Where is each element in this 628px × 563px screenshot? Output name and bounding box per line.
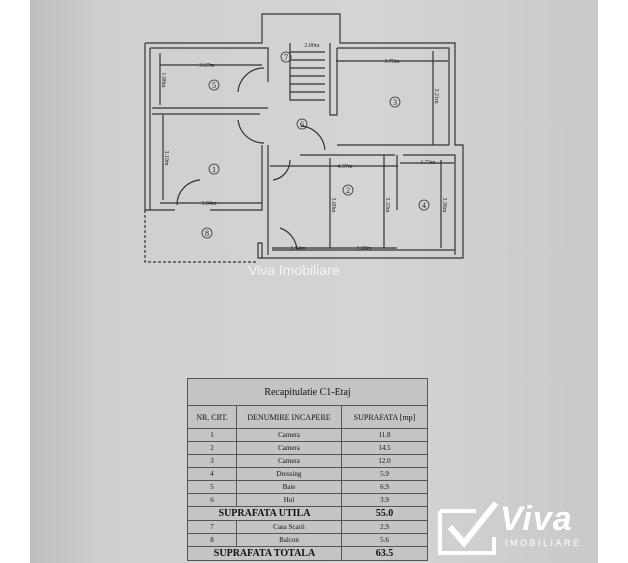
wall-1 bbox=[210, 145, 263, 211]
dimension-label: 2.00m bbox=[304, 43, 320, 49]
dimension-label: 3.75m bbox=[384, 59, 400, 65]
dimension-label: 1.54m bbox=[290, 246, 306, 252]
room-number: 4 bbox=[422, 201, 426, 210]
dimension-label: 4.37m bbox=[337, 164, 353, 170]
room-number: 6 bbox=[300, 120, 304, 129]
logo-name: Viva bbox=[500, 500, 573, 538]
dimension-label: 1.88m bbox=[160, 72, 166, 88]
margin-left bbox=[0, 0, 30, 563]
watermark: Viva Imobiliare bbox=[248, 262, 340, 278]
area-summary-table: Recapitulatie C1-Etaj NR. CRT. DENUMIRE … bbox=[187, 378, 428, 561]
room-number: 1 bbox=[212, 165, 216, 174]
dimension-label: 1.73m bbox=[420, 160, 436, 166]
room-marker-6 bbox=[296, 118, 308, 130]
room-marker-8 bbox=[201, 227, 213, 239]
room-marker-4 bbox=[418, 199, 430, 211]
dimension-label: 3.19m bbox=[163, 150, 169, 166]
dimension-label: 3.09m bbox=[330, 197, 336, 213]
room-number: 8 bbox=[205, 229, 209, 238]
room-number: 2 bbox=[346, 186, 350, 195]
room-marker-1 bbox=[208, 163, 220, 175]
logo-subtitle: IMOBILIARE bbox=[505, 538, 582, 548]
dimension-label: 3.67m bbox=[199, 63, 215, 69]
dimension-label: 2.08m bbox=[356, 246, 372, 252]
checkmark-box-icon bbox=[438, 501, 499, 555]
room-marker-3 bbox=[389, 96, 401, 108]
dimension-label: 3.21m bbox=[433, 88, 439, 104]
room-number: 7 bbox=[284, 53, 288, 62]
dimension-label: 3.36m bbox=[441, 197, 447, 213]
dimension-label: 3.84m bbox=[201, 201, 217, 207]
room-marker-5 bbox=[208, 79, 220, 91]
header-nr: NR. CRT. bbox=[187, 405, 237, 429]
room-number: 3 bbox=[393, 98, 397, 107]
outer-wall bbox=[145, 13, 464, 259]
dimension-label: 3.33m bbox=[384, 197, 390, 213]
margin-right bbox=[598, 0, 628, 563]
header-area: SUPRAFATA [mp] bbox=[341, 405, 428, 429]
room-marker-2 bbox=[342, 184, 354, 196]
header-name: DENUMIRE INCAPERE bbox=[236, 405, 342, 429]
room-number: 5 bbox=[212, 81, 216, 90]
table-title: Recapitulatie C1-Etaj bbox=[187, 378, 428, 406]
room-marker-7 bbox=[280, 51, 292, 63]
